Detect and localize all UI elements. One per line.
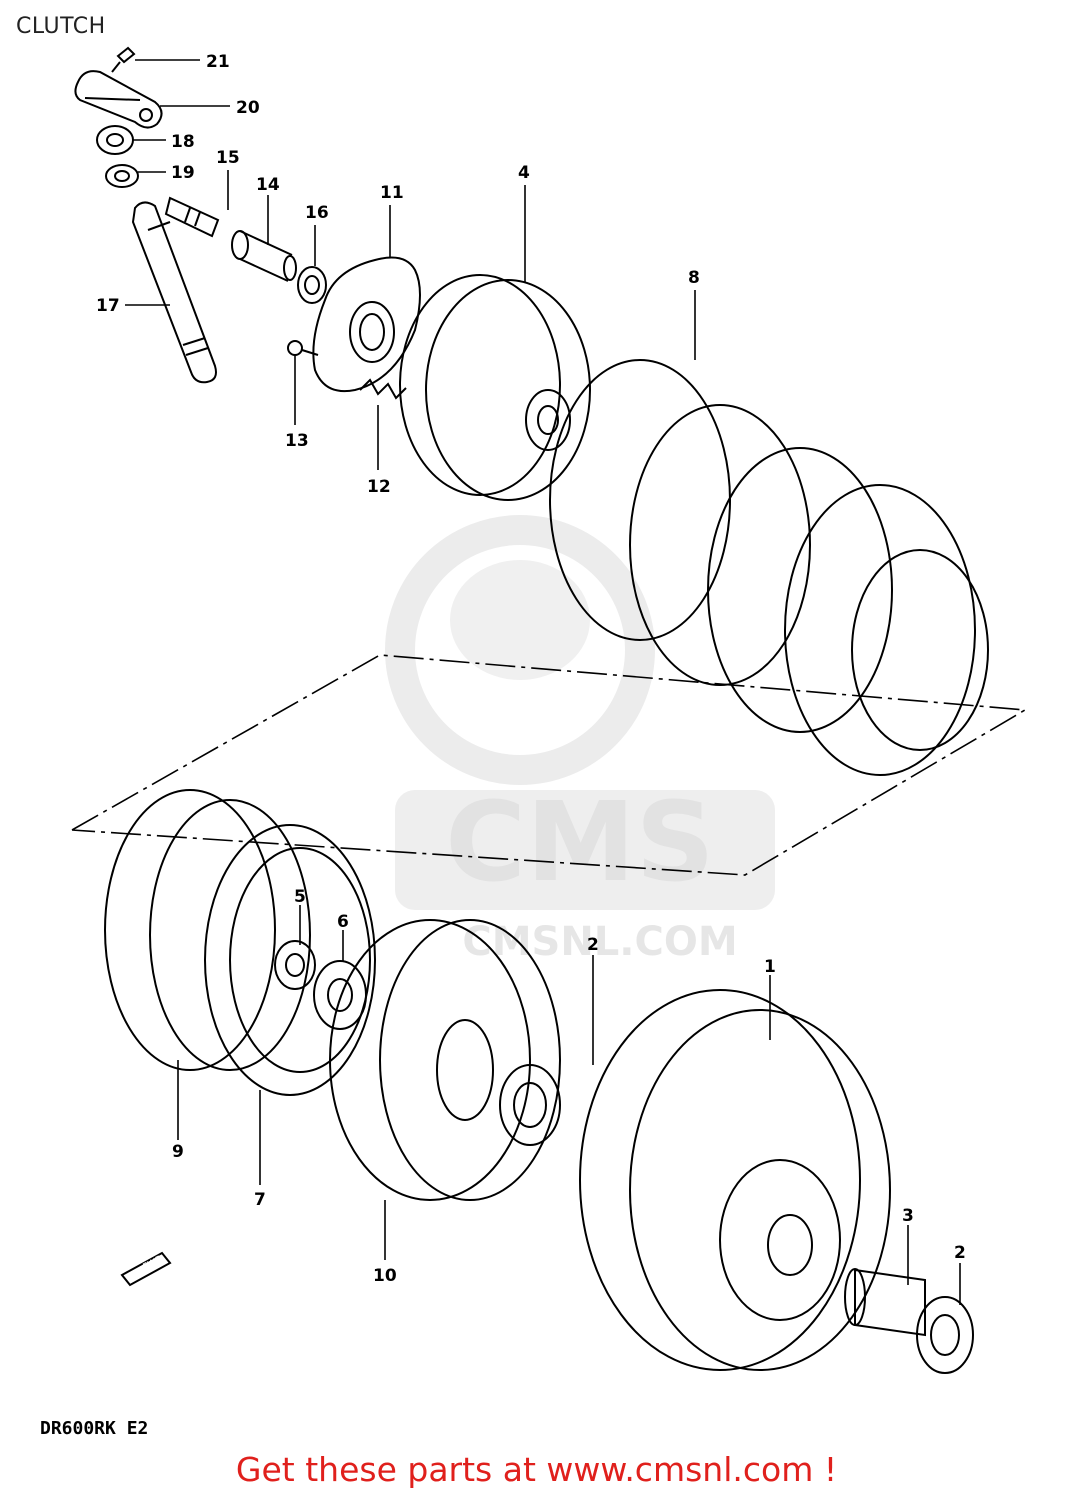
part-2-washer-b — [916, 1296, 974, 1374]
callout-3: 3 — [902, 1206, 914, 1226]
part-12-spring — [359, 378, 407, 400]
part-15-push-rod — [164, 196, 220, 238]
part-5-nut — [274, 940, 316, 990]
cms-watermark: CMS CMSNL.COM — [385, 515, 775, 965]
callout-2a: 2 — [587, 935, 599, 955]
leader-lines — [125, 59, 961, 1305]
part-10-clutch-hub — [329, 919, 561, 1201]
callout-2b: 2 — [954, 1243, 966, 1263]
callout-21: 21 — [206, 52, 230, 72]
callout-5: 5 — [294, 887, 306, 907]
page-title: CLUTCH — [16, 14, 106, 39]
part-14-push-piece — [231, 230, 297, 282]
part-20-lever — [74, 70, 163, 129]
callout-12: 12 — [367, 477, 391, 497]
callout-13: 13 — [285, 431, 309, 451]
callout-20: 20 — [236, 98, 260, 118]
assembly-plane — [71, 654, 1028, 876]
callout-6: 6 — [337, 912, 349, 932]
part-1-primary-driven-gear — [579, 989, 891, 1371]
part-6-lock-washer — [313, 960, 367, 1030]
callout-14: 14 — [256, 175, 280, 195]
part-3-spacer — [844, 1268, 926, 1337]
callout-11: 11 — [380, 183, 404, 203]
part-2-thrust-washer — [499, 1064, 561, 1146]
part-7-driven-plate — [204, 824, 376, 1096]
part-4-clutch-sleeve-hub — [399, 274, 591, 501]
part-9-driven-plate — [104, 789, 311, 1071]
callout-1: 1 — [764, 957, 776, 977]
callout-7: 7 — [254, 1190, 266, 1210]
callout-17: 17 — [96, 296, 120, 316]
part-21-screw — [111, 46, 136, 73]
callout-15: 15 — [216, 148, 240, 168]
forward-arrow-icon: FWD — [120, 1251, 172, 1287]
part-11-pressure-plate — [312, 256, 421, 392]
watermark-url: CMSNL.COM — [462, 919, 737, 965]
model-code: DR600RK E2 — [40, 1418, 149, 1439]
callout-10: 10 — [373, 1266, 397, 1286]
callout-19: 19 — [171, 163, 195, 183]
part-18-seal — [96, 125, 134, 155]
forward-mark: FWD — [142, 1254, 165, 1273]
callout-9: 9 — [172, 1142, 184, 1162]
callout-4: 4 — [518, 163, 530, 183]
watermark-logo: CMS — [445, 778, 714, 906]
part-17-release-shaft — [131, 201, 217, 384]
buy-parts-link[interactable]: Get these parts at www.cmsnl.com ! — [235, 1450, 838, 1489]
part-19-washer — [105, 164, 139, 188]
part-16-bearing — [297, 266, 327, 304]
callout-16: 16 — [305, 203, 329, 223]
callout-18: 18 — [171, 132, 195, 152]
callout-labels: 21 20 18 19 15 14 16 11 4 8 17 13 12 5 6… — [96, 52, 966, 1286]
callout-8: 8 — [688, 268, 700, 288]
part-8-drive-plates — [549, 359, 989, 776]
